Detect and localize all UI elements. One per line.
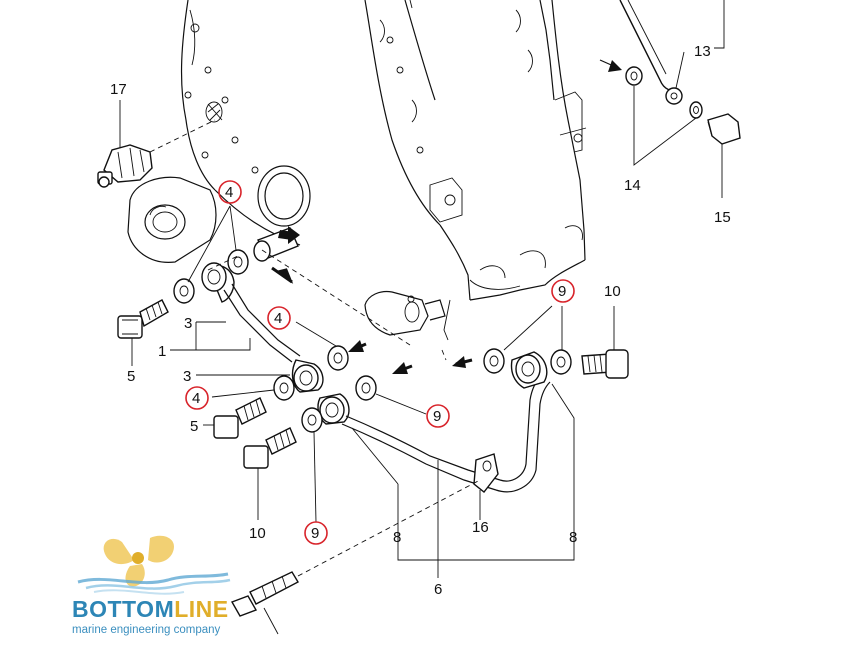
label-9-bottom: 9 bbox=[311, 525, 319, 542]
label-17: 17 bbox=[110, 81, 127, 98]
part-1-pipe-assembly bbox=[170, 262, 324, 393]
highlight-ring bbox=[551, 279, 575, 303]
bottomline-propeller-logo bbox=[77, 535, 231, 595]
part-17-sender bbox=[97, 100, 223, 188]
direction-arrows bbox=[271, 226, 473, 374]
label-8-right: 8 bbox=[569, 529, 577, 546]
part-10-bolt-lower bbox=[243, 427, 297, 520]
logo-wordmark: BOTTOMLINE bbox=[72, 596, 229, 623]
part-4-washers bbox=[173, 205, 349, 401]
label-10-left: 10 bbox=[249, 525, 266, 542]
logo-wordmark-part-a: BOTTOM bbox=[72, 596, 175, 622]
label-8-left: 8 bbox=[393, 529, 401, 546]
callout-labels: 17 13 14 15 4 4 4 3 3 1 5 5 9 9 9 10 10 … bbox=[110, 43, 731, 598]
label-4-mid: 4 bbox=[274, 310, 282, 327]
logo-wordmark-part-b: LINE bbox=[174, 596, 229, 622]
part-15-bolt bbox=[599, 59, 741, 198]
part-14-washers bbox=[625, 66, 703, 166]
union-fitting bbox=[207, 227, 411, 346]
part-5-bolt-upper bbox=[117, 299, 169, 366]
part-9-washers bbox=[301, 305, 572, 523]
label-6: 6 bbox=[434, 581, 442, 598]
part-6-pipe-assembly bbox=[317, 351, 575, 578]
engine-block bbox=[127, 0, 587, 341]
part-5-bolt-lower bbox=[203, 397, 267, 439]
label-9-right: 9 bbox=[558, 283, 566, 300]
highlight-ring bbox=[185, 386, 209, 410]
label-3-lower: 3 bbox=[183, 368, 191, 385]
label-1: 1 bbox=[158, 343, 166, 360]
logo-tagline: marine engineering company bbox=[72, 624, 221, 636]
label-5-mid: 5 bbox=[190, 418, 198, 435]
highlight-ring bbox=[218, 180, 242, 204]
label-3-upper: 3 bbox=[184, 315, 192, 332]
label-4-top: 4 bbox=[225, 184, 233, 201]
long-bolt bbox=[230, 479, 481, 635]
highlight-ring bbox=[426, 404, 450, 428]
label-5-left: 5 bbox=[127, 368, 135, 385]
part-13-rod bbox=[619, 0, 725, 105]
label-4-bottom: 4 bbox=[192, 390, 200, 407]
label-16: 16 bbox=[472, 519, 489, 536]
highlight-ring bbox=[267, 306, 291, 330]
label-13: 13 bbox=[694, 43, 711, 60]
part-10-bolt-upper bbox=[581, 306, 629, 379]
highlight-ring bbox=[304, 521, 328, 545]
label-15: 15 bbox=[714, 209, 731, 226]
label-10-right: 10 bbox=[604, 283, 621, 300]
label-9-center: 9 bbox=[433, 408, 441, 425]
label-14: 14 bbox=[624, 177, 641, 194]
